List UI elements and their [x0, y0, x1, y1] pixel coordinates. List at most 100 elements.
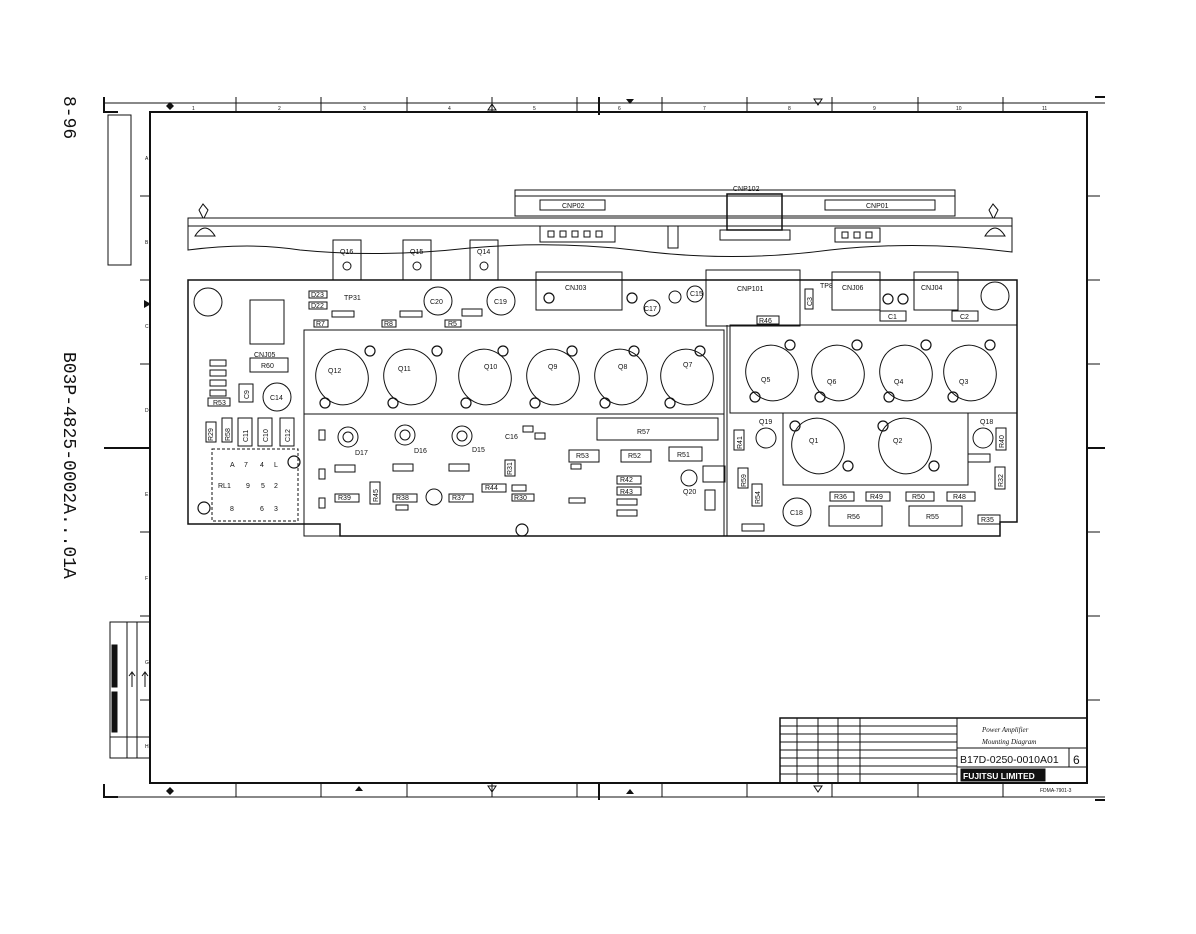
diode-label-d23: D23: [311, 292, 324, 299]
transistor-label-q1: Q1: [809, 438, 818, 445]
document-number: B03P-4825-0002A...01A: [58, 352, 78, 579]
transistor-label-q14: Q14: [477, 249, 490, 256]
capacitor-label-c16: C16: [505, 434, 518, 441]
relay-pin-6: 6: [260, 506, 264, 513]
connector-label-cnp101: CNP101: [737, 286, 764, 293]
drawing-number: B17D-0250-0010A01: [960, 754, 1059, 766]
transistor-label-q20: Q20: [683, 489, 696, 496]
column-index-2: 2: [278, 106, 281, 112]
relay-pin-2: 2: [274, 483, 278, 490]
relay-pin-5: 5: [261, 483, 265, 490]
resistor-label-r49: R49: [870, 494, 883, 501]
resistor-label-r52: R52: [628, 453, 641, 460]
transistor-label-q15: Q15: [410, 249, 423, 256]
capacitor-label-c1: C1: [888, 314, 897, 321]
column-index-7: 7: [703, 106, 706, 112]
capacitor-label-c3: C3: [807, 297, 814, 306]
resistor-label-r42: R42: [620, 477, 633, 484]
transistor-label-q9: Q9: [548, 364, 557, 371]
resistor-label-r38: R38: [396, 495, 409, 502]
test-point-label-tp31: TP31: [344, 295, 361, 302]
diode-label-d22: D22: [311, 303, 324, 310]
capacitor-label-c12: C12: [285, 429, 292, 442]
resistor-label-r44: R44: [485, 485, 498, 492]
drawing-frame: [103, 96, 1105, 801]
resistor-label-r41: R41: [737, 436, 744, 449]
resistor-label-r46: R46: [759, 318, 772, 325]
connector-label-cnp02: CNP02: [562, 203, 585, 210]
column-index-5: 5: [533, 106, 536, 112]
transistor-label-q19: Q19: [759, 419, 772, 426]
capacitor-label-c19: C19: [494, 299, 507, 306]
title-line-1: Power Amplifier: [981, 726, 1029, 734]
capacitor-label-c9: C9: [244, 390, 251, 399]
resistor-label-r53: R53: [576, 453, 589, 460]
column-index-4: 4: [448, 106, 451, 112]
resistor-label-r57: R57: [637, 429, 650, 436]
connector-label-cnj04: CNJ04: [921, 285, 943, 292]
column-index-11: 11: [1042, 106, 1047, 112]
capacitor-label-c15: C15: [690, 291, 703, 298]
resistor-label-r36: R36: [834, 494, 847, 501]
transistor-label-q10: Q10: [484, 364, 497, 371]
row-index-g: G: [145, 660, 149, 666]
transistor-label-q12: Q12: [328, 368, 341, 375]
capacitor-label-c2: C2: [960, 314, 969, 321]
column-index-3: 3: [363, 106, 366, 112]
resistor-label-r37: R37: [452, 495, 465, 502]
resistor-label-r55: R55: [926, 514, 939, 521]
diode-label-d16: D16: [414, 448, 427, 455]
relay-pin-4: 4: [260, 462, 264, 469]
capacitor-label-c20: C20: [430, 299, 443, 306]
capacitor-label-c10: C10: [263, 429, 270, 442]
connector-label-cnj03: CNJ03: [565, 285, 587, 292]
resistor-label-r40: R40: [999, 435, 1006, 448]
resistor-label-r58: R32: [998, 474, 1005, 487]
resistor-label-r50: R50: [912, 494, 925, 501]
capacitor-label-c18: C18: [790, 510, 803, 517]
relay-pin-9: 9: [246, 483, 250, 490]
transistor-label-q5: Q5: [761, 377, 770, 384]
diode-label-d17: D17: [355, 450, 368, 457]
small-components: [205, 288, 1007, 532]
resistor-label-r7: R7: [316, 321, 325, 328]
power-transistors: [315, 285, 997, 506]
company-name: FUJITSU LIMITED: [963, 771, 1035, 781]
title-line-2: Mounting Diagram: [981, 738, 1036, 746]
transistor-label-q2: Q2: [893, 438, 902, 445]
relay-pin-7: 7: [244, 462, 248, 469]
margin-revision-block: [107, 114, 151, 759]
column-index-10: 10: [956, 106, 962, 112]
resistor-label-r48: R48: [953, 494, 966, 501]
transistor-label-q11: Q11: [398, 366, 411, 373]
relay-pin-8: 8: [230, 506, 234, 513]
resistor-label-r29: R31: [507, 462, 514, 475]
transistor-label-q6: Q6: [827, 379, 836, 386]
sheet-number: 6: [1073, 753, 1080, 767]
transistor-label-q18: Q18: [980, 419, 993, 426]
transistor-label-q7: Q7: [683, 362, 692, 369]
column-index-6: 6: [618, 106, 621, 112]
resistor-label-r59: R59: [741, 474, 748, 487]
transistor-label-q8: Q8: [618, 364, 627, 371]
resistor-label-r39: R39: [338, 495, 351, 502]
resistor-label-r54: R54: [755, 491, 762, 504]
row-index-f: F: [145, 576, 148, 582]
resistor-label-r5: R5: [448, 321, 457, 328]
test-point-label-tp8: TP8: [820, 283, 833, 290]
resistor-label-r60: R60: [261, 363, 274, 370]
page-mark: 8-96: [58, 96, 78, 140]
resistor-label-r45: R45: [373, 489, 380, 502]
column-index-8: 8: [788, 106, 791, 112]
capacitor-label-c17: C17: [644, 306, 657, 313]
row-index-a: A: [145, 156, 149, 162]
relay-pin-3: 3: [274, 506, 278, 513]
relay-label: RL1: [218, 483, 231, 490]
resistor-label-r43: R43: [620, 489, 633, 496]
form-code: FDMA-7901-3: [1040, 788, 1072, 794]
transistor-label-q16: Q16: [340, 249, 353, 256]
relay-pin-a: A: [230, 462, 235, 469]
mounting-screws: [197, 292, 996, 537]
resistor-label-r32: R29: [208, 428, 215, 441]
main-pcb: [187, 269, 1018, 537]
